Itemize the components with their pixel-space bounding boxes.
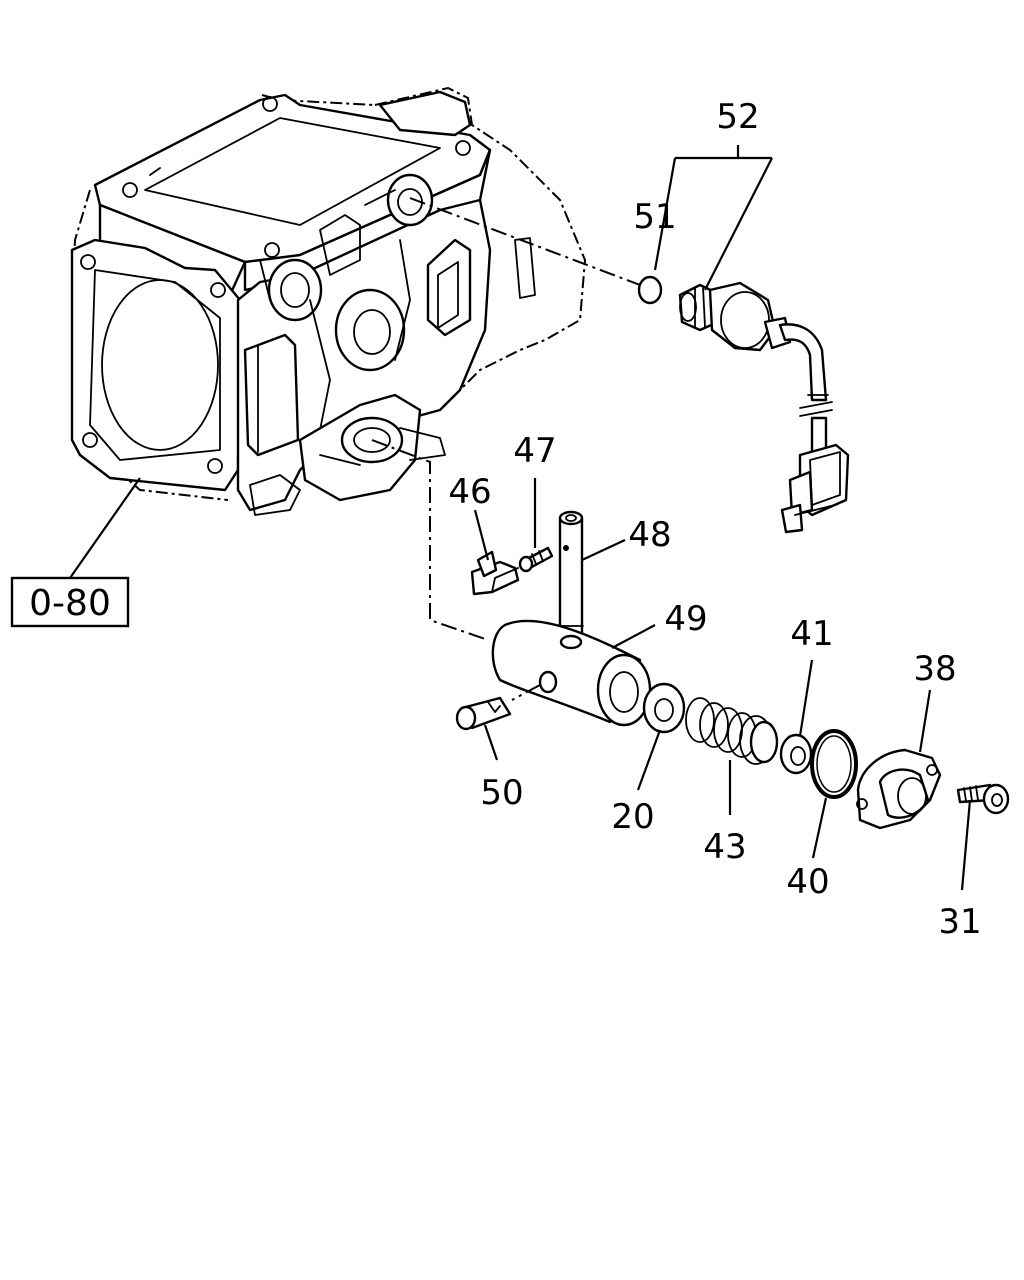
screw-47 bbox=[518, 546, 554, 573]
clip-46 bbox=[470, 550, 520, 596]
washer-20 bbox=[642, 682, 686, 734]
callout-51: 51 bbox=[633, 197, 676, 237]
bolt-31 bbox=[956, 783, 1010, 815]
callout-48: 48 bbox=[628, 515, 671, 555]
piston-centerline bbox=[371, 439, 489, 641]
reference-label: 0-80 bbox=[29, 583, 111, 624]
callout-40: 40 bbox=[786, 862, 829, 902]
o-ring-51 bbox=[637, 275, 663, 305]
callout-38: 38 bbox=[913, 649, 956, 689]
callout-49: 49 bbox=[664, 599, 707, 639]
callout-43: 43 bbox=[703, 827, 746, 867]
pin-48 bbox=[558, 510, 584, 642]
sensor-assembly bbox=[637, 275, 850, 534]
callout-46: 46 bbox=[448, 472, 491, 512]
reference-box: 0-80 bbox=[10, 477, 141, 628]
timer-piston-49 bbox=[491, 619, 652, 727]
callout-31: 31 bbox=[938, 902, 981, 942]
callout-41: 41 bbox=[790, 614, 833, 654]
slider-50 bbox=[455, 696, 512, 731]
callout-52: 52 bbox=[716, 97, 759, 137]
callout-47: 47 bbox=[513, 431, 556, 471]
sensor-centerline bbox=[409, 197, 641, 286]
cover-38 bbox=[856, 748, 942, 830]
pump-housing bbox=[70, 86, 587, 516]
o-ring-40 bbox=[810, 729, 858, 799]
spring-43 bbox=[685, 697, 779, 765]
shim-41 bbox=[779, 733, 813, 775]
callout-50: 50 bbox=[480, 773, 523, 813]
callout-20: 20 bbox=[611, 797, 654, 837]
